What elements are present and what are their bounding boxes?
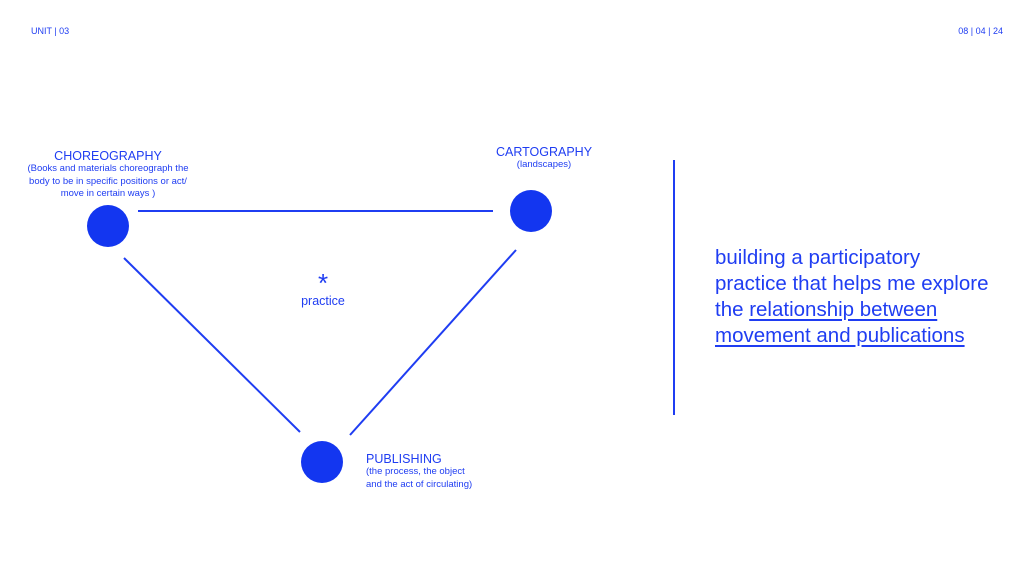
date-label: 08 | 04 | 24 bbox=[958, 26, 1003, 36]
node-cartography bbox=[510, 190, 552, 232]
unit-label: UNIT | 03 bbox=[31, 26, 70, 36]
node-description: body to be in specific positions or act/ bbox=[29, 175, 187, 187]
statement-underlined: movement and publications bbox=[715, 324, 965, 347]
statement-line: movement and publications bbox=[715, 323, 1015, 349]
node-publishing bbox=[301, 441, 343, 483]
node-description: (the process, the object bbox=[366, 466, 465, 477]
statement-fragment: the bbox=[715, 298, 750, 321]
node-description: and the act of circulating) bbox=[366, 478, 473, 490]
asterisk-icon: * bbox=[317, 268, 329, 298]
cartography-label: CARTOGRAPHY (landscapes) bbox=[464, 145, 624, 172]
publishing-label: PUBLISHING (the process, the object and … bbox=[366, 452, 472, 491]
node-choreography bbox=[87, 205, 129, 247]
center-practice: * practice bbox=[283, 268, 363, 308]
choreography-label: CHOREOGRAPHY (Books and materials choreo… bbox=[8, 149, 208, 201]
node-description: (Books and materials choreograph the bbox=[27, 163, 189, 174]
practice-label: practice bbox=[301, 294, 345, 308]
node-title: CARTOGRAPHY bbox=[495, 145, 593, 159]
statement-line: the relationship between bbox=[715, 297, 1015, 323]
statement-line: practice that helps me explore bbox=[715, 272, 989, 295]
node-description: (landscapes) bbox=[516, 159, 572, 170]
node-title: CHOREOGRAPHY bbox=[54, 149, 162, 163]
edge-choreography-publishing bbox=[123, 257, 301, 433]
statement-underlined: relationship between bbox=[749, 298, 938, 321]
edge-cartography-publishing bbox=[349, 249, 517, 436]
node-title: PUBLISHING bbox=[366, 452, 442, 466]
node-description: move in certain ways ) bbox=[60, 188, 156, 199]
statement-line: building a participatory bbox=[715, 246, 921, 269]
statement-text: building a participatory practice that h… bbox=[715, 245, 1015, 349]
